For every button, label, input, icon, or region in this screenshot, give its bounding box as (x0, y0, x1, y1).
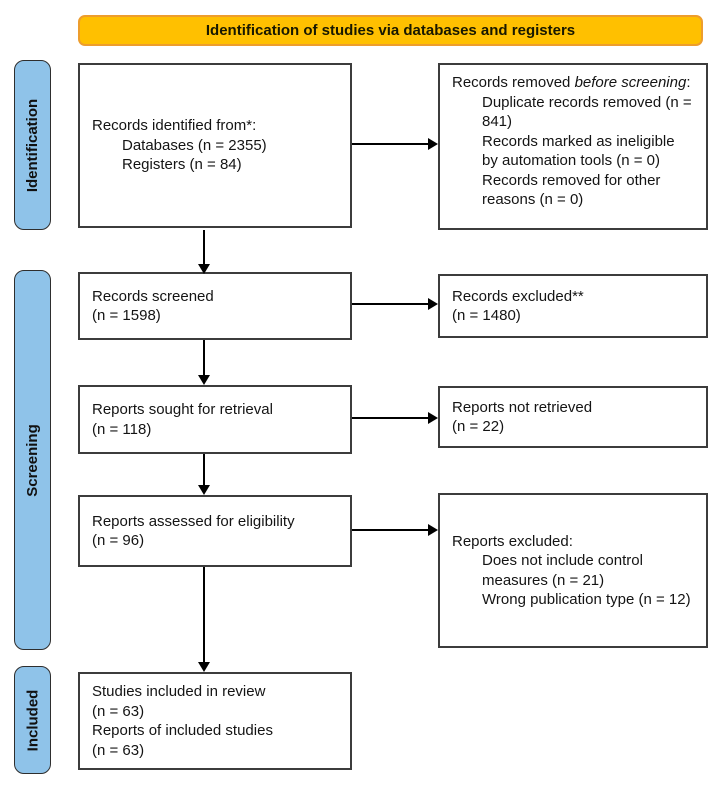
arrow-right-identified-to-removed (352, 138, 438, 150)
box-records-identified: Records identified from*:Databases (n = … (78, 63, 352, 228)
arrow-down-identified-to-screened (198, 230, 210, 274)
box-reports-excluded: Reports excluded:Does not include contro… (438, 493, 708, 648)
box-studies-included-text: Studies included in review(n = 63)Report… (92, 683, 273, 759)
box-records-excluded: Records excluded**(n = 1480) (438, 274, 708, 338)
stage-bar-included: Included (14, 666, 51, 774)
box-reports-not-retrieved: Reports not retrieved(n = 22) (438, 386, 708, 448)
box-reports-not-retrieved-text: Reports not retrieved(n = 22) (452, 398, 593, 436)
arrow-right-sought-to-not-retrieved (352, 412, 438, 424)
box-reports-assessed: Reports assessed for eligibility(n = 96) (78, 495, 352, 567)
arrow-down-screened-to-sought (198, 340, 210, 385)
arrow-right-screened-to-excluded (352, 298, 438, 310)
box-records-removed-text: Records removed before screening:Duplica… (452, 74, 692, 208)
box-records-screened: Records screened(n = 1598) (78, 272, 352, 340)
box-reports-assessed-text: Reports assessed for eligibility(n = 96) (92, 512, 295, 550)
arrow-down-sought-to-assessed (198, 454, 210, 495)
stage-label-screening: Screening (24, 423, 41, 497)
arrow-right-assessed-to-reports-excluded (352, 524, 438, 536)
box-records-excluded-text: Records excluded**(n = 1480) (452, 287, 584, 325)
box-reports-sought-text: Reports sought for retrieval(n = 118) (92, 401, 273, 438)
stage-bar-screening: Screening (14, 270, 51, 650)
arrow-down-assessed-to-included (198, 567, 210, 672)
box-reports-sought: Reports sought for retrieval(n = 118) (78, 385, 352, 454)
box-reports-excluded-text: Reports excluded:Does not include contro… (452, 532, 691, 609)
box-studies-included: Studies included in review(n = 63)Report… (78, 672, 352, 770)
box-records-removed: Records removed before screening:Duplica… (438, 63, 708, 230)
stage-label-included: Included (24, 689, 42, 751)
stage-bar-identification: Identification (14, 60, 51, 230)
box-records-screened-text: Records screened(n = 1598) (92, 287, 214, 325)
box-records-identified-text: Records identified from*:Databases (n = … (92, 117, 267, 174)
stage-label-identification: Identification (24, 98, 41, 192)
banner: Identification of studies via databases … (78, 15, 703, 46)
banner-title: Identification of studies via databases … (205, 22, 576, 39)
